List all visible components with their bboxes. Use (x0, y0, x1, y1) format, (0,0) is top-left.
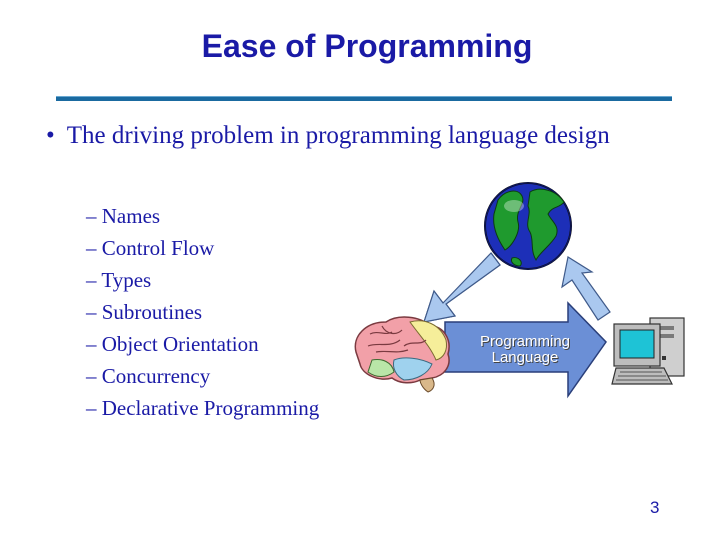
bullet-marker: • (46, 122, 55, 149)
programming-language-arrow (444, 301, 607, 399)
brain-icon (354, 316, 450, 393)
list-item: – Object Orientation (86, 332, 259, 356)
arrow-globe-to-brain (423, 252, 501, 323)
bullet-text: The driving problem in programming langu… (66, 122, 610, 149)
list-item: – Declarative Programming (86, 396, 320, 420)
programming-language-label: Programming Language (479, 333, 571, 366)
globe-icon (484, 182, 572, 270)
list-item: – Concurrency (86, 364, 211, 388)
slide-title: Ease of Programming (201, 28, 533, 64)
list-item: – Types (86, 268, 152, 292)
subitem-list: – Names – Control Flow – Types – Subrout… (86, 200, 319, 424)
list-item: – Control Flow (86, 236, 215, 260)
arrow-computer-to-globe (561, 256, 611, 321)
list-item: – Subroutines (86, 300, 203, 324)
title-divider (56, 96, 672, 101)
page-number: 3 (650, 498, 660, 517)
list-item: – Names (86, 204, 161, 228)
main-bullet: • The driving problem in programming lang… (46, 122, 610, 150)
computer-icon (611, 317, 685, 385)
